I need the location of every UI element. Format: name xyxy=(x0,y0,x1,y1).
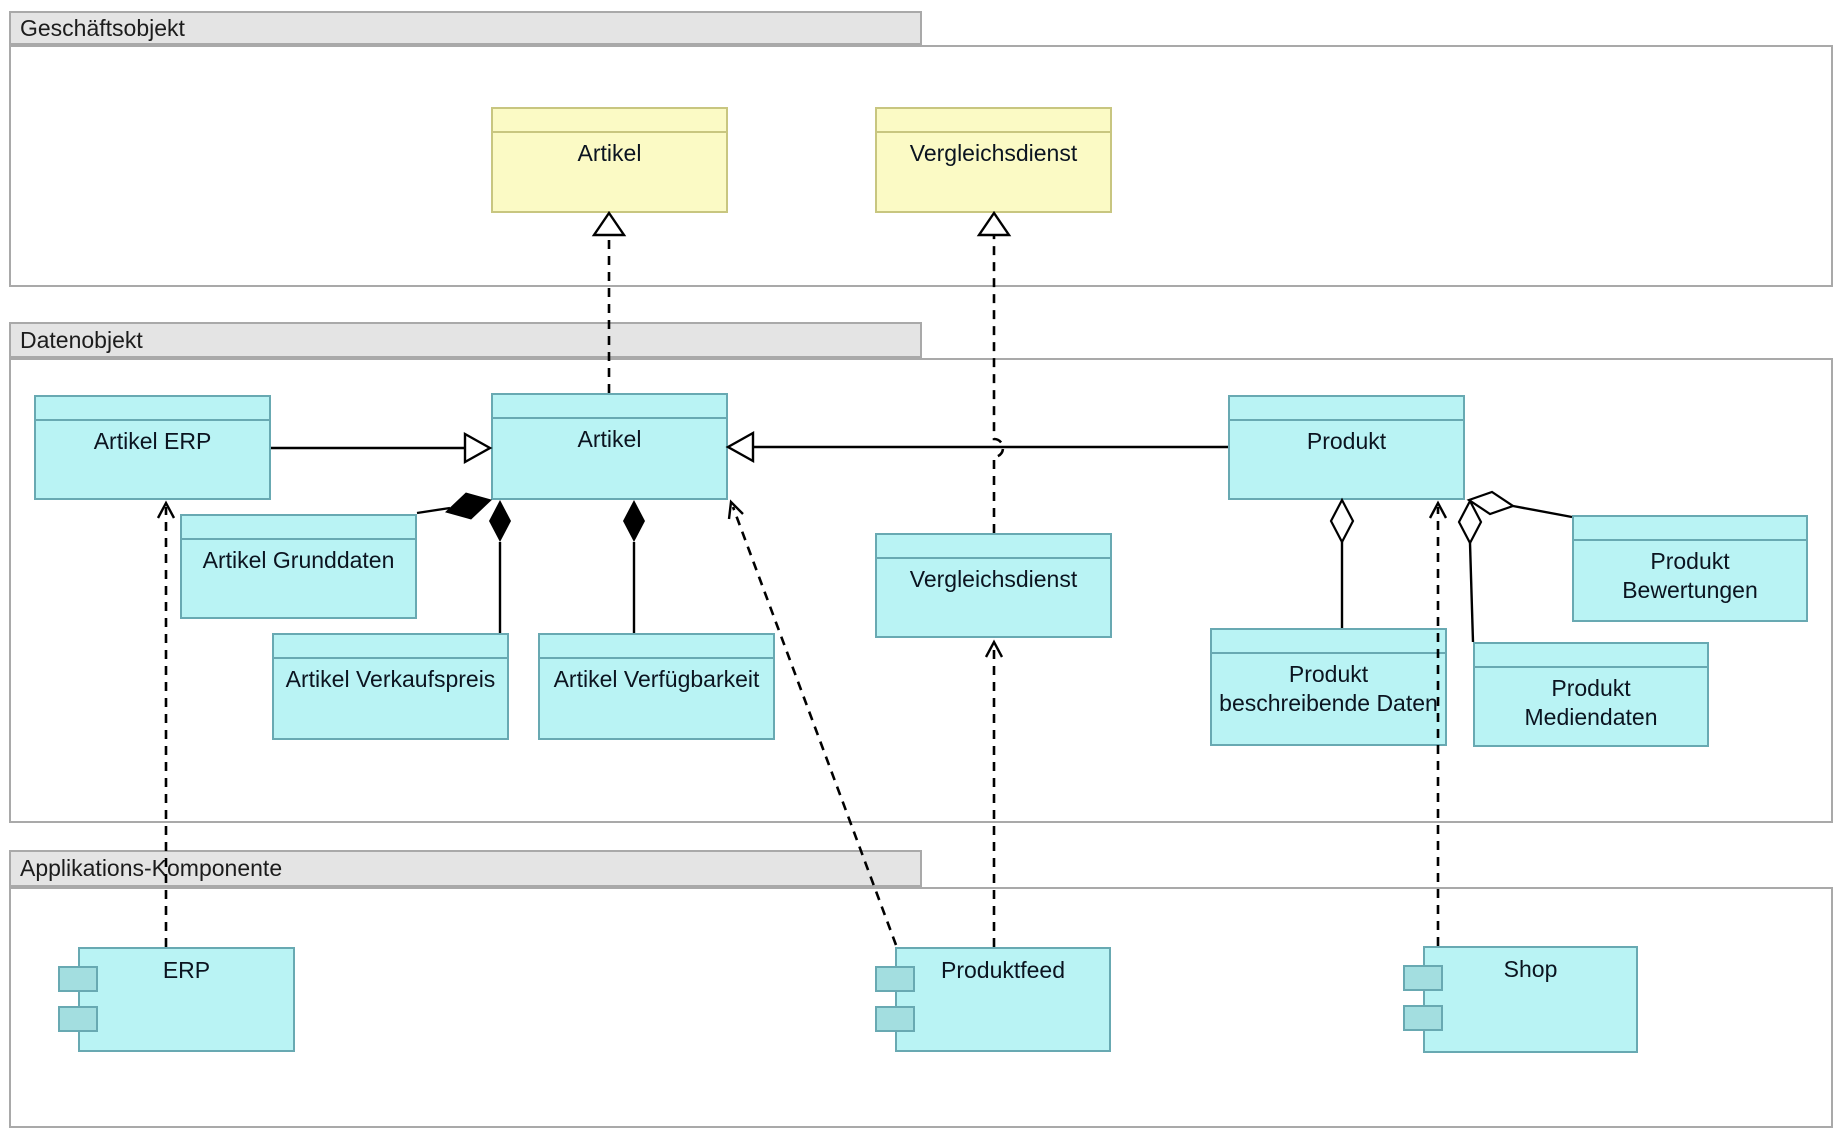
business-object-artikel[interactable]: Artikel xyxy=(491,107,728,213)
compartment-divider xyxy=(493,395,726,419)
business-object-vergleichsdienst[interactable]: Vergleichsdienst xyxy=(875,107,1112,213)
section-tab-datenobjekt: Datenobjekt xyxy=(9,322,922,358)
compartment-divider xyxy=(540,635,773,659)
node-label: Vergleichsdienst xyxy=(909,140,1078,166)
node-label: Shop xyxy=(1503,956,1558,982)
data-object-artikel-verfuegbarkeit[interactable]: Artikel Verfügbarkeit xyxy=(538,633,775,740)
component-port-icon xyxy=(1403,1005,1443,1031)
node-label: Produkt Bewertungen xyxy=(1622,548,1758,603)
compartment-divider xyxy=(36,397,269,421)
node-label: Produktfeed xyxy=(940,957,1066,983)
data-object-artikel-verkaufspreis[interactable]: Artikel Verkaufspreis xyxy=(272,633,509,740)
compartment-divider xyxy=(877,535,1110,559)
data-object-vergleichsdienst[interactable]: Vergleichsdienst xyxy=(875,533,1112,638)
component-port-icon xyxy=(1403,965,1443,991)
section-label: Datenobjekt xyxy=(20,326,143,353)
compartment-divider xyxy=(1212,630,1445,654)
section-label: Geschäftsobjekt xyxy=(20,14,185,41)
section-tab-geschaeftsobjekt: Geschäftsobjekt xyxy=(9,11,922,45)
node-label: Artikel Verfügbarkeit xyxy=(553,666,760,692)
node-label: Produkt Mediendaten xyxy=(1524,675,1658,730)
node-label: ERP xyxy=(162,957,211,983)
data-object-artikel[interactable]: Artikel xyxy=(491,393,728,500)
node-label: Artikel ERP xyxy=(93,428,212,454)
compartment-divider xyxy=(274,635,507,659)
node-label: Artikel Verkaufspreis xyxy=(285,666,496,692)
component-port-icon xyxy=(875,1006,915,1032)
compartment-divider xyxy=(1230,397,1463,421)
compartment-divider xyxy=(1475,644,1707,668)
data-object-artikel-erp[interactable]: Artikel ERP xyxy=(34,395,271,500)
data-object-artikel-grunddaten[interactable]: Artikel Grunddaten xyxy=(180,514,417,619)
node-label: Produkt beschreibende Daten xyxy=(1219,661,1438,716)
section-label: Applikations-Komponente xyxy=(20,855,283,881)
node-label: Artikel xyxy=(577,140,642,166)
data-object-produkt[interactable]: Produkt xyxy=(1228,395,1465,500)
compartment-divider xyxy=(182,516,415,540)
node-label: Produkt xyxy=(1306,428,1387,454)
component-port-icon xyxy=(58,966,98,992)
node-label: Vergleichsdienst xyxy=(909,566,1078,592)
compartment-divider xyxy=(1574,517,1806,541)
component-erp[interactable]: ERP xyxy=(58,947,295,1052)
section-tab-applikations-komponente: Applikations-Komponente xyxy=(9,850,922,887)
component-port-icon xyxy=(875,966,915,992)
data-object-produkt-mediendaten[interactable]: Produkt Mediendaten xyxy=(1473,642,1709,747)
component-shop[interactable]: Shop xyxy=(1403,946,1638,1053)
compartment-divider xyxy=(493,109,726,133)
node-label: Artikel xyxy=(577,426,642,452)
compartment-divider xyxy=(877,109,1110,133)
component-port-icon xyxy=(58,1006,98,1032)
data-object-produkt-bewertungen[interactable]: Produkt Bewertungen xyxy=(1572,515,1808,622)
data-object-produkt-beschreibende-daten[interactable]: Produkt beschreibende Daten xyxy=(1210,628,1447,746)
node-label: Artikel Grunddaten xyxy=(202,547,395,573)
component-produktfeed[interactable]: Produktfeed xyxy=(875,947,1111,1052)
